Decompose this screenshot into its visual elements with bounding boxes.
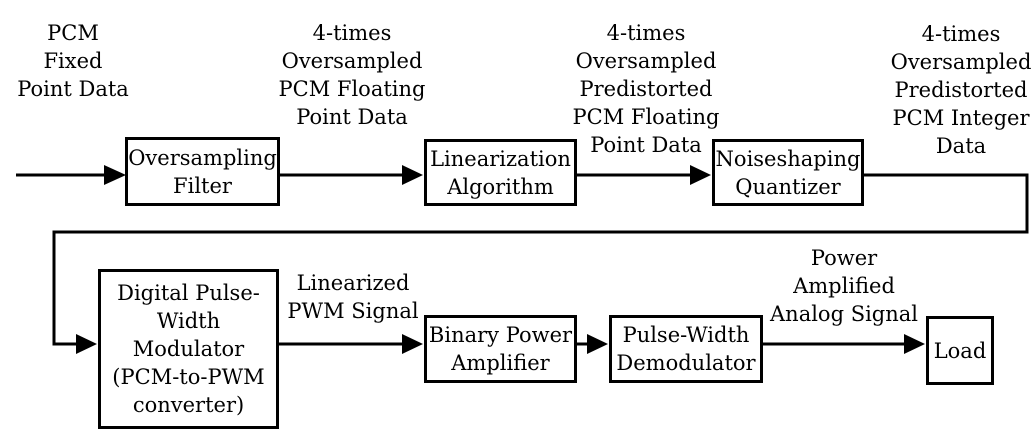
signal-label-oversampled: 4-times Oversampled PCM Floating Point D… — [278, 21, 426, 129]
block-pulse-width-demodulator: Pulse-Width Demodulator — [609, 315, 763, 383]
connector-linearization-to-noiseshaping — [577, 165, 711, 185]
arrowhead-icon — [76, 334, 97, 354]
arrowhead-icon — [690, 165, 711, 185]
arrowhead-icon — [104, 165, 126, 185]
block-linearization-algorithm: Linearization Algorithm — [424, 139, 577, 206]
connector-noiseshaping-to-digital-pwm — [52, 173, 1029, 354]
signal-label-predistorted-float: 4-times Oversampled Predistorted PCM Flo… — [572, 21, 720, 157]
block-oversampling-filter: Oversampling Filter — [125, 137, 280, 206]
block-digital-pwm-modulator: Digital Pulse- Width Modulator (PCM-to-P… — [98, 269, 279, 429]
block-load: Load — [926, 316, 994, 385]
connector-demodulator-to-load — [763, 334, 925, 354]
arrowhead-icon — [402, 165, 423, 185]
block-noiseshaping-quantizer: Noiseshaping Quantizer — [712, 139, 864, 206]
connector-binary-amplifier-to-demodulator — [577, 334, 608, 354]
signal-label-analog: Power Amplified Analog Signal — [770, 246, 918, 326]
arrowhead-icon — [402, 334, 423, 354]
block-binary-power-amplifier: Binary Power Amplifier — [424, 315, 577, 383]
connector-oversampling-to-linearization — [280, 165, 423, 185]
connector-input-to-oversampling-filter — [16, 165, 126, 185]
arrowhead-icon — [587, 334, 608, 354]
arrowhead-icon — [904, 334, 925, 354]
signal-label-pwm: Linearized PWM Signal — [287, 271, 419, 323]
connector-digital-pwm-to-binary-amplifier — [279, 334, 423, 354]
signal-label-predistorted-integer: 4-times Oversampled Predistorted PCM Int… — [890, 22, 1032, 158]
signal-label-input: PCM Fixed Point Data — [17, 21, 129, 101]
